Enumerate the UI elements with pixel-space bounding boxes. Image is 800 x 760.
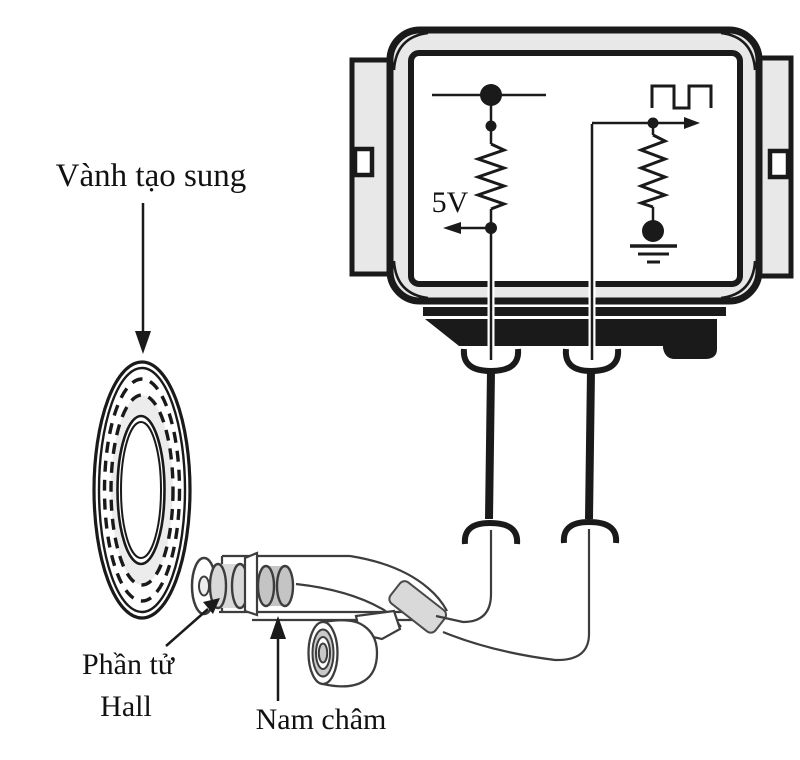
up-right-arrowhead-icon	[203, 598, 220, 614]
corner-seam	[392, 31, 429, 71]
connector-body	[425, 319, 717, 359]
down-arrowhead-icon	[135, 331, 151, 354]
right-arrowhead-icon	[684, 117, 700, 129]
magnet	[256, 564, 295, 608]
housing-arm-upper	[349, 554, 448, 612]
harness-wire-left	[485, 369, 495, 520]
junction-dot	[485, 222, 497, 234]
supply-node-dot	[480, 84, 502, 106]
corner-seam	[720, 31, 757, 71]
ring-rim	[97, 366, 187, 614]
supply-circuit: 5V	[432, 84, 546, 234]
output-circuit	[592, 84, 713, 264]
unit-inner-face	[408, 50, 743, 287]
socket-connector-icon	[560, 518, 620, 544]
lead-wire-right	[442, 529, 591, 662]
right-tab-notch	[767, 148, 791, 180]
bearing-roller	[307, 619, 379, 688]
socket-connector-icon	[461, 519, 521, 545]
magnet-label: Nam châm	[256, 703, 387, 736]
corner-seam	[392, 260, 429, 300]
left-arrowhead-icon	[443, 222, 461, 234]
junction-dot	[485, 120, 497, 132]
lead-wire-left	[435, 530, 493, 624]
square-wave-icon	[650, 84, 713, 110]
clamp-plate	[243, 551, 259, 617]
connector-bar	[423, 307, 726, 316]
wiring-harness	[460, 348, 622, 545]
magnet-label-group: Nam châm	[256, 616, 387, 736]
connector-block	[423, 307, 726, 359]
pulse-ring-label: Vành tạo sung	[56, 158, 247, 194]
left-tab-notch	[352, 146, 375, 178]
hall-element-label-line2: Hall	[100, 690, 152, 723]
connector-boot	[388, 580, 448, 634]
pulse-ring-label-group: Vành tạo sung	[56, 158, 247, 354]
ring-dashed-track-outer	[102, 377, 182, 603]
ring-bore-inner	[120, 421, 162, 559]
label-arrow-line	[165, 608, 209, 647]
pulse-ring	[92, 360, 192, 620]
ground-icon	[630, 244, 677, 264]
sensor-lead-wires	[435, 529, 591, 662]
output-resistor-symbol	[636, 133, 670, 209]
corner-seam	[720, 260, 757, 300]
hall-element-label-group: Phần tử Hall	[82, 598, 220, 723]
harness-wire-right	[585, 369, 595, 520]
pin-wires	[487, 124, 596, 360]
washer-hole	[198, 575, 210, 597]
supply-voltage-label: 5V	[432, 186, 469, 219]
control-unit	[349, 26, 794, 305]
up-arrowhead-icon	[270, 616, 286, 639]
hall-element-label-line1: Phần tử	[82, 648, 176, 681]
ground-node-dot	[642, 220, 664, 242]
pullup-resistor-symbol	[473, 142, 509, 211]
hall-sensor-assembly	[190, 551, 448, 688]
